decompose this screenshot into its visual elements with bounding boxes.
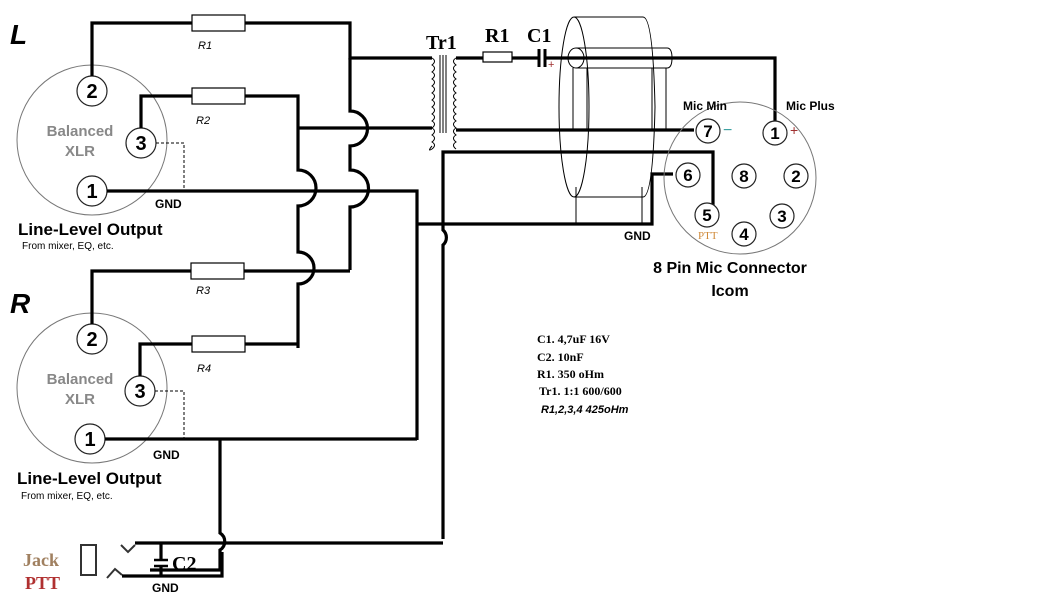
- transformer-tr1: [429, 55, 457, 151]
- series-resistor-label: R1: [485, 25, 509, 47]
- gnd-label-jack: GND: [152, 581, 179, 595]
- mic-min-label: Mic Min: [683, 99, 727, 113]
- wire-r-pin3: [138, 342, 192, 376]
- shielded-cable: [558, 16, 673, 224]
- xlr-subtitle-l: XLR: [65, 143, 95, 160]
- xlr-l-pin-3-label: 3: [135, 133, 146, 155]
- wire-l-pin3: [139, 94, 192, 128]
- channel-label-r: R: [10, 288, 31, 319]
- secondary-coil: [453, 57, 457, 150]
- wire-gnd-to-pin6: [417, 172, 673, 226]
- mic-pin-6-label: 6: [683, 166, 692, 185]
- caption-r: Line-Level Output: [17, 469, 162, 488]
- mic-pin-5-label: 5: [702, 206, 711, 225]
- mic-pin-7: [695, 118, 721, 144]
- mic-pin-7-label: 7: [703, 122, 712, 141]
- mic-pin-8: [731, 163, 757, 189]
- mic-plus-label: Mic Plus: [786, 99, 835, 113]
- capacitor-c1-polarity: +: [548, 59, 554, 71]
- shield-end-left: [558, 16, 590, 198]
- inner-conductor: [576, 47, 673, 69]
- channel-label-l: L: [10, 19, 27, 50]
- xlr-title-l: Balanced: [47, 123, 114, 140]
- gnd-dash-r: [155, 390, 185, 439]
- resistor-label-r1: R1: [198, 40, 212, 52]
- xlr-subtitle-r: XLR: [65, 391, 95, 408]
- component-specs: C1. 4,7uF 16V C2. 10nF R1. 350 oHm Tr1. …: [537, 332, 629, 416]
- wire-l-pin2: [90, 21, 192, 76]
- jack-body: [80, 544, 97, 576]
- wire-bus-minus: [296, 128, 318, 348]
- spec-resistors: R1,2,3,4 425oHm: [541, 404, 629, 416]
- mic-connector-body: [663, 101, 817, 255]
- resistor-r1-l: [191, 14, 246, 32]
- xlr-r-pin-1-label: 1: [84, 429, 95, 451]
- wire-r1-out: [245, 21, 352, 38]
- series-resistor-r1: [482, 51, 513, 63]
- mic-minus-sign: −: [723, 122, 732, 139]
- wire-jack-bottom: [122, 552, 224, 578]
- mic-pin-8-label: 8: [739, 167, 748, 186]
- xlr-connector-l: Balanced XLR 2 3 1: [16, 64, 168, 216]
- subcaption-r: From mixer, EQ, etc.: [21, 491, 113, 502]
- spec-r1: R1. 350 oHm: [537, 367, 604, 381]
- transformer-label: Tr1: [426, 32, 457, 54]
- jack-ptt-label: PTT: [25, 573, 60, 593]
- mic-pin-6: [675, 162, 701, 188]
- resistor-r3: [190, 262, 245, 280]
- gnd-label-r: GND: [153, 448, 180, 462]
- wire-l-gnd: [107, 189, 419, 440]
- mic-pin-4-label: 4: [739, 225, 749, 244]
- mic-pin-2: [783, 163, 809, 189]
- resistor-label-r4: R4: [197, 363, 211, 375]
- gnd-label-mic: GND: [624, 229, 651, 243]
- mic-connector-subtitle: Icom: [711, 283, 748, 300]
- resistor-r2-l: [191, 87, 246, 105]
- resistor-label-r3: R3: [196, 285, 211, 297]
- xlr-r-pin-3-label: 3: [134, 381, 145, 403]
- jack-contact-bottom: [106, 567, 123, 579]
- mic-pin-1-label: 1: [770, 124, 779, 143]
- mic-pin-2-label: 2: [791, 167, 800, 186]
- spec-c2: C2. 10nF: [537, 350, 584, 364]
- wire-to-mic-plus: [545, 56, 777, 125]
- wire-r2-out: [245, 94, 300, 128]
- mic-plus-sign: +: [790, 122, 798, 138]
- wire-ptt-line: [441, 150, 715, 539]
- jack-label: Jack: [23, 550, 59, 570]
- wire-r-pin2: [90, 269, 191, 324]
- mic-connector-8pin: Mic Min Mic Plus 7 − 1 + 6 8 2 5 PTT 3 4…: [653, 99, 835, 300]
- wire-bus-plus: [348, 58, 371, 270]
- resistor-label-r2: R2: [196, 115, 210, 127]
- resistor-r4: [191, 335, 246, 353]
- xlr-r-pin-2-label: 2: [86, 329, 97, 351]
- jack-contact-top: [120, 544, 136, 554]
- gnd-label-l: GND: [155, 197, 182, 211]
- mic-pin-3: [769, 203, 795, 229]
- xlr-l-pin-2-label: 2: [86, 81, 97, 103]
- xlr-l-pin-1-label: 1: [86, 181, 97, 203]
- mic-pin-1: [762, 120, 788, 146]
- gnd-dash-l: [156, 142, 185, 191]
- mic-pin-3-label: 3: [777, 207, 786, 226]
- primary-coil: [429, 57, 435, 151]
- shield-outline: [574, 16, 656, 198]
- wire-to-tr1-top: [348, 38, 432, 60]
- mic-connector-title: 8 Pin Mic Connector: [653, 260, 807, 277]
- xlr-title-r: Balanced: [47, 371, 114, 388]
- mic-pin-4: [731, 221, 757, 247]
- subcaption-l: From mixer, EQ, etc.: [22, 241, 114, 252]
- spec-tr1: Tr1. 1:1 600/600: [539, 384, 622, 398]
- mic-ptt-label: PTT: [698, 230, 718, 242]
- capacitor-c2-label: C2: [172, 553, 196, 575]
- mic-pin-5: [694, 202, 720, 228]
- caption-l: Line-Level Output: [18, 220, 163, 239]
- spec-c1: C1. 4,7uF 16V: [537, 332, 610, 346]
- capacitor-c1-label: C1: [527, 25, 551, 47]
